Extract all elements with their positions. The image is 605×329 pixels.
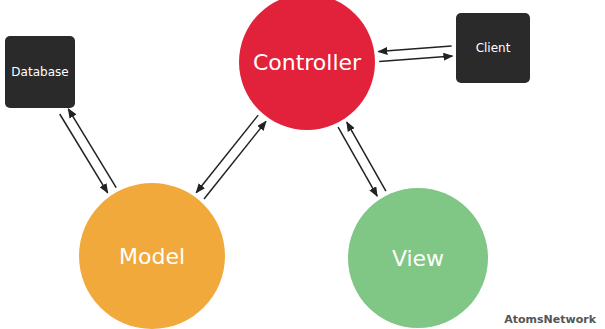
view-circle: View <box>348 188 488 328</box>
node-label: Controller <box>253 50 361 75</box>
flow-arrow <box>338 127 377 196</box>
flow-arrow <box>204 121 266 199</box>
watermark-brand: AtomsNetwork <box>504 313 596 326</box>
node-label: Database <box>11 65 68 79</box>
flow-arrow <box>347 122 386 191</box>
database-box: Database <box>5 36 75 108</box>
flow-arrow <box>378 46 451 52</box>
node-label: Client <box>476 41 511 55</box>
flow-arrow <box>60 114 108 193</box>
flow-arrow <box>68 109 116 188</box>
node-label: Model <box>119 244 185 269</box>
flow-arrow <box>379 56 452 62</box>
node-label: View <box>392 246 444 271</box>
client-box: Client <box>456 13 530 83</box>
controller-circle: Controller <box>239 0 375 130</box>
model-circle: Model <box>79 183 225 329</box>
flow-arrow <box>196 115 258 193</box>
